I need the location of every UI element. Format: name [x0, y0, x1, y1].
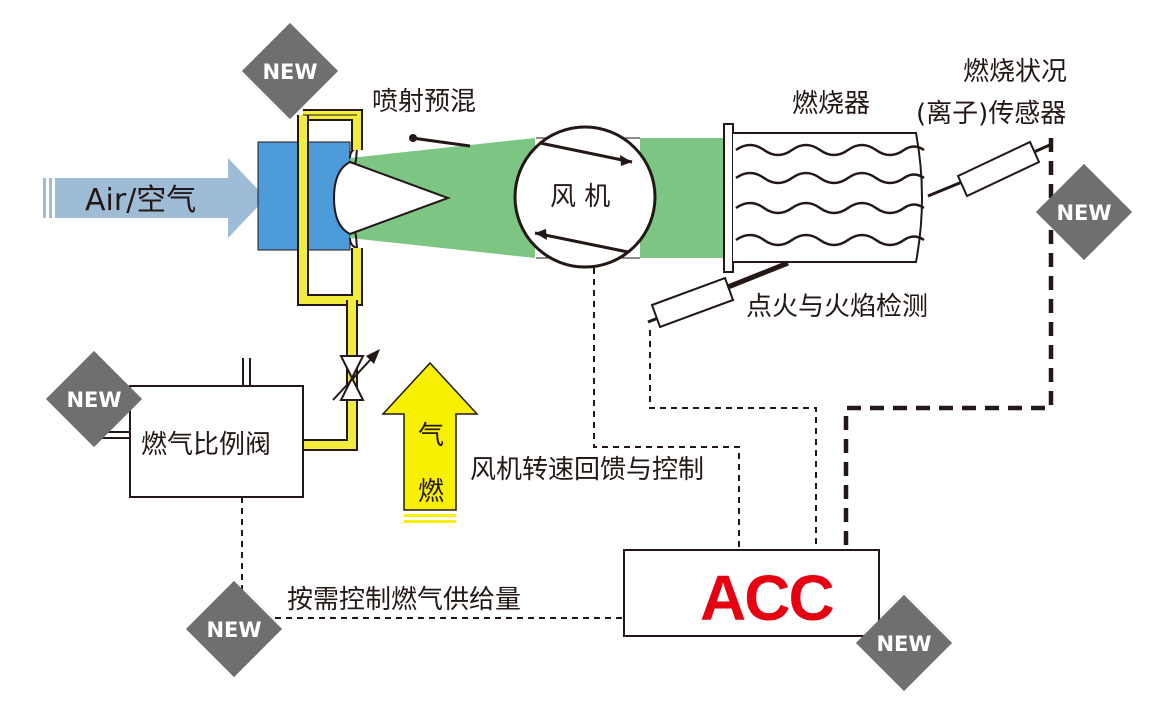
valve-label: 燃气比例阀	[141, 430, 271, 460]
new-badge: NEW	[241, 22, 339, 120]
fan-icon	[513, 125, 657, 269]
air-label: Air/空气	[85, 183, 196, 218]
gas-valve-box	[100, 358, 304, 498]
premix-label: 喷射预混	[372, 87, 476, 117]
svg-text:NEW: NEW	[206, 618, 261, 642]
gas-label-1: 燃	[418, 477, 444, 507]
gas-label-2: 气	[418, 421, 444, 451]
new-badge: NEW	[45, 350, 143, 448]
gas-supply-arrow	[381, 361, 479, 523]
acc-logo: ACC	[700, 562, 833, 634]
ion-sensor-label-2: (离子)传感器	[916, 99, 1066, 129]
burner-label: 燃烧器	[792, 89, 870, 119]
ion-sensor-label-1: 燃烧状况	[963, 57, 1067, 87]
ion-sensor-icon	[927, 140, 1053, 198]
venturi-nozzle	[332, 160, 451, 236]
ignition-signal-line	[649, 330, 817, 550]
gas-line	[297, 109, 363, 451]
ignition-label: 点火与火焰检测	[746, 292, 928, 322]
svg-text:NEW: NEW	[66, 388, 121, 412]
control-valve-icon	[332, 349, 380, 401]
mixing-duct	[332, 137, 726, 259]
svg-text:NEW: NEW	[262, 60, 317, 84]
fan-feedback-line	[593, 268, 740, 550]
ignition-probe-icon	[647, 260, 789, 329]
air-inlet-arrow: Air/空气	[43, 158, 266, 238]
new-badge: NEW	[185, 580, 283, 678]
burner-icon	[723, 123, 925, 273]
acc-controller: ACC	[623, 549, 880, 637]
fan-feedback-label: 风机转速回馈与控制	[470, 455, 704, 485]
new-badge: NEW	[1035, 163, 1133, 261]
on-demand-label: 按需控制燃气供给量	[287, 585, 521, 615]
fan-label: 风 机	[550, 182, 610, 212]
svg-text:NEW: NEW	[876, 632, 931, 656]
premix-probe	[409, 134, 471, 148]
new-badge: NEW	[855, 594, 953, 692]
ion-sensor-line	[843, 138, 1054, 550]
svg-text:NEW: NEW	[1056, 201, 1111, 225]
